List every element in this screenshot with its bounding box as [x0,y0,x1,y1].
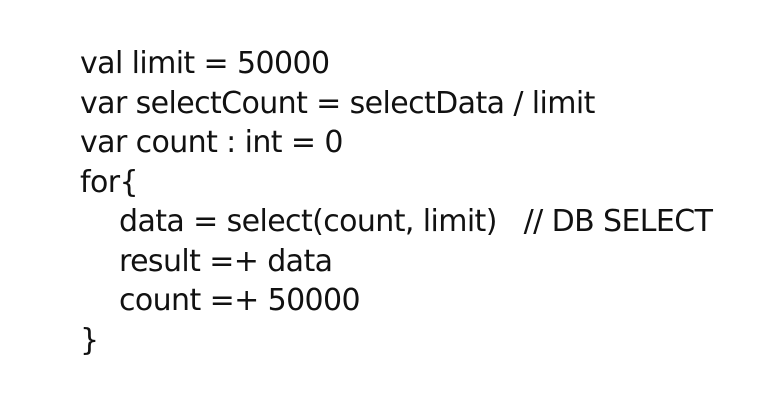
code-line-5: data = select(count, limit) // DB SELECT [119,204,713,239]
code-line-2: var selectCount = selectData / limit [80,85,595,121]
code-snippet: val limit = 50000 var selectCount = sele… [80,44,713,360]
code-line-8: } [80,322,99,358]
code-line-1: val limit = 50000 [80,46,330,81]
code-line-3: var count : int = 0 [80,125,343,160]
code-line-4: for{ [80,164,139,200]
code-line-7: count =+ 50000 [119,283,361,318]
code-line-6: result =+ data [119,243,333,279]
